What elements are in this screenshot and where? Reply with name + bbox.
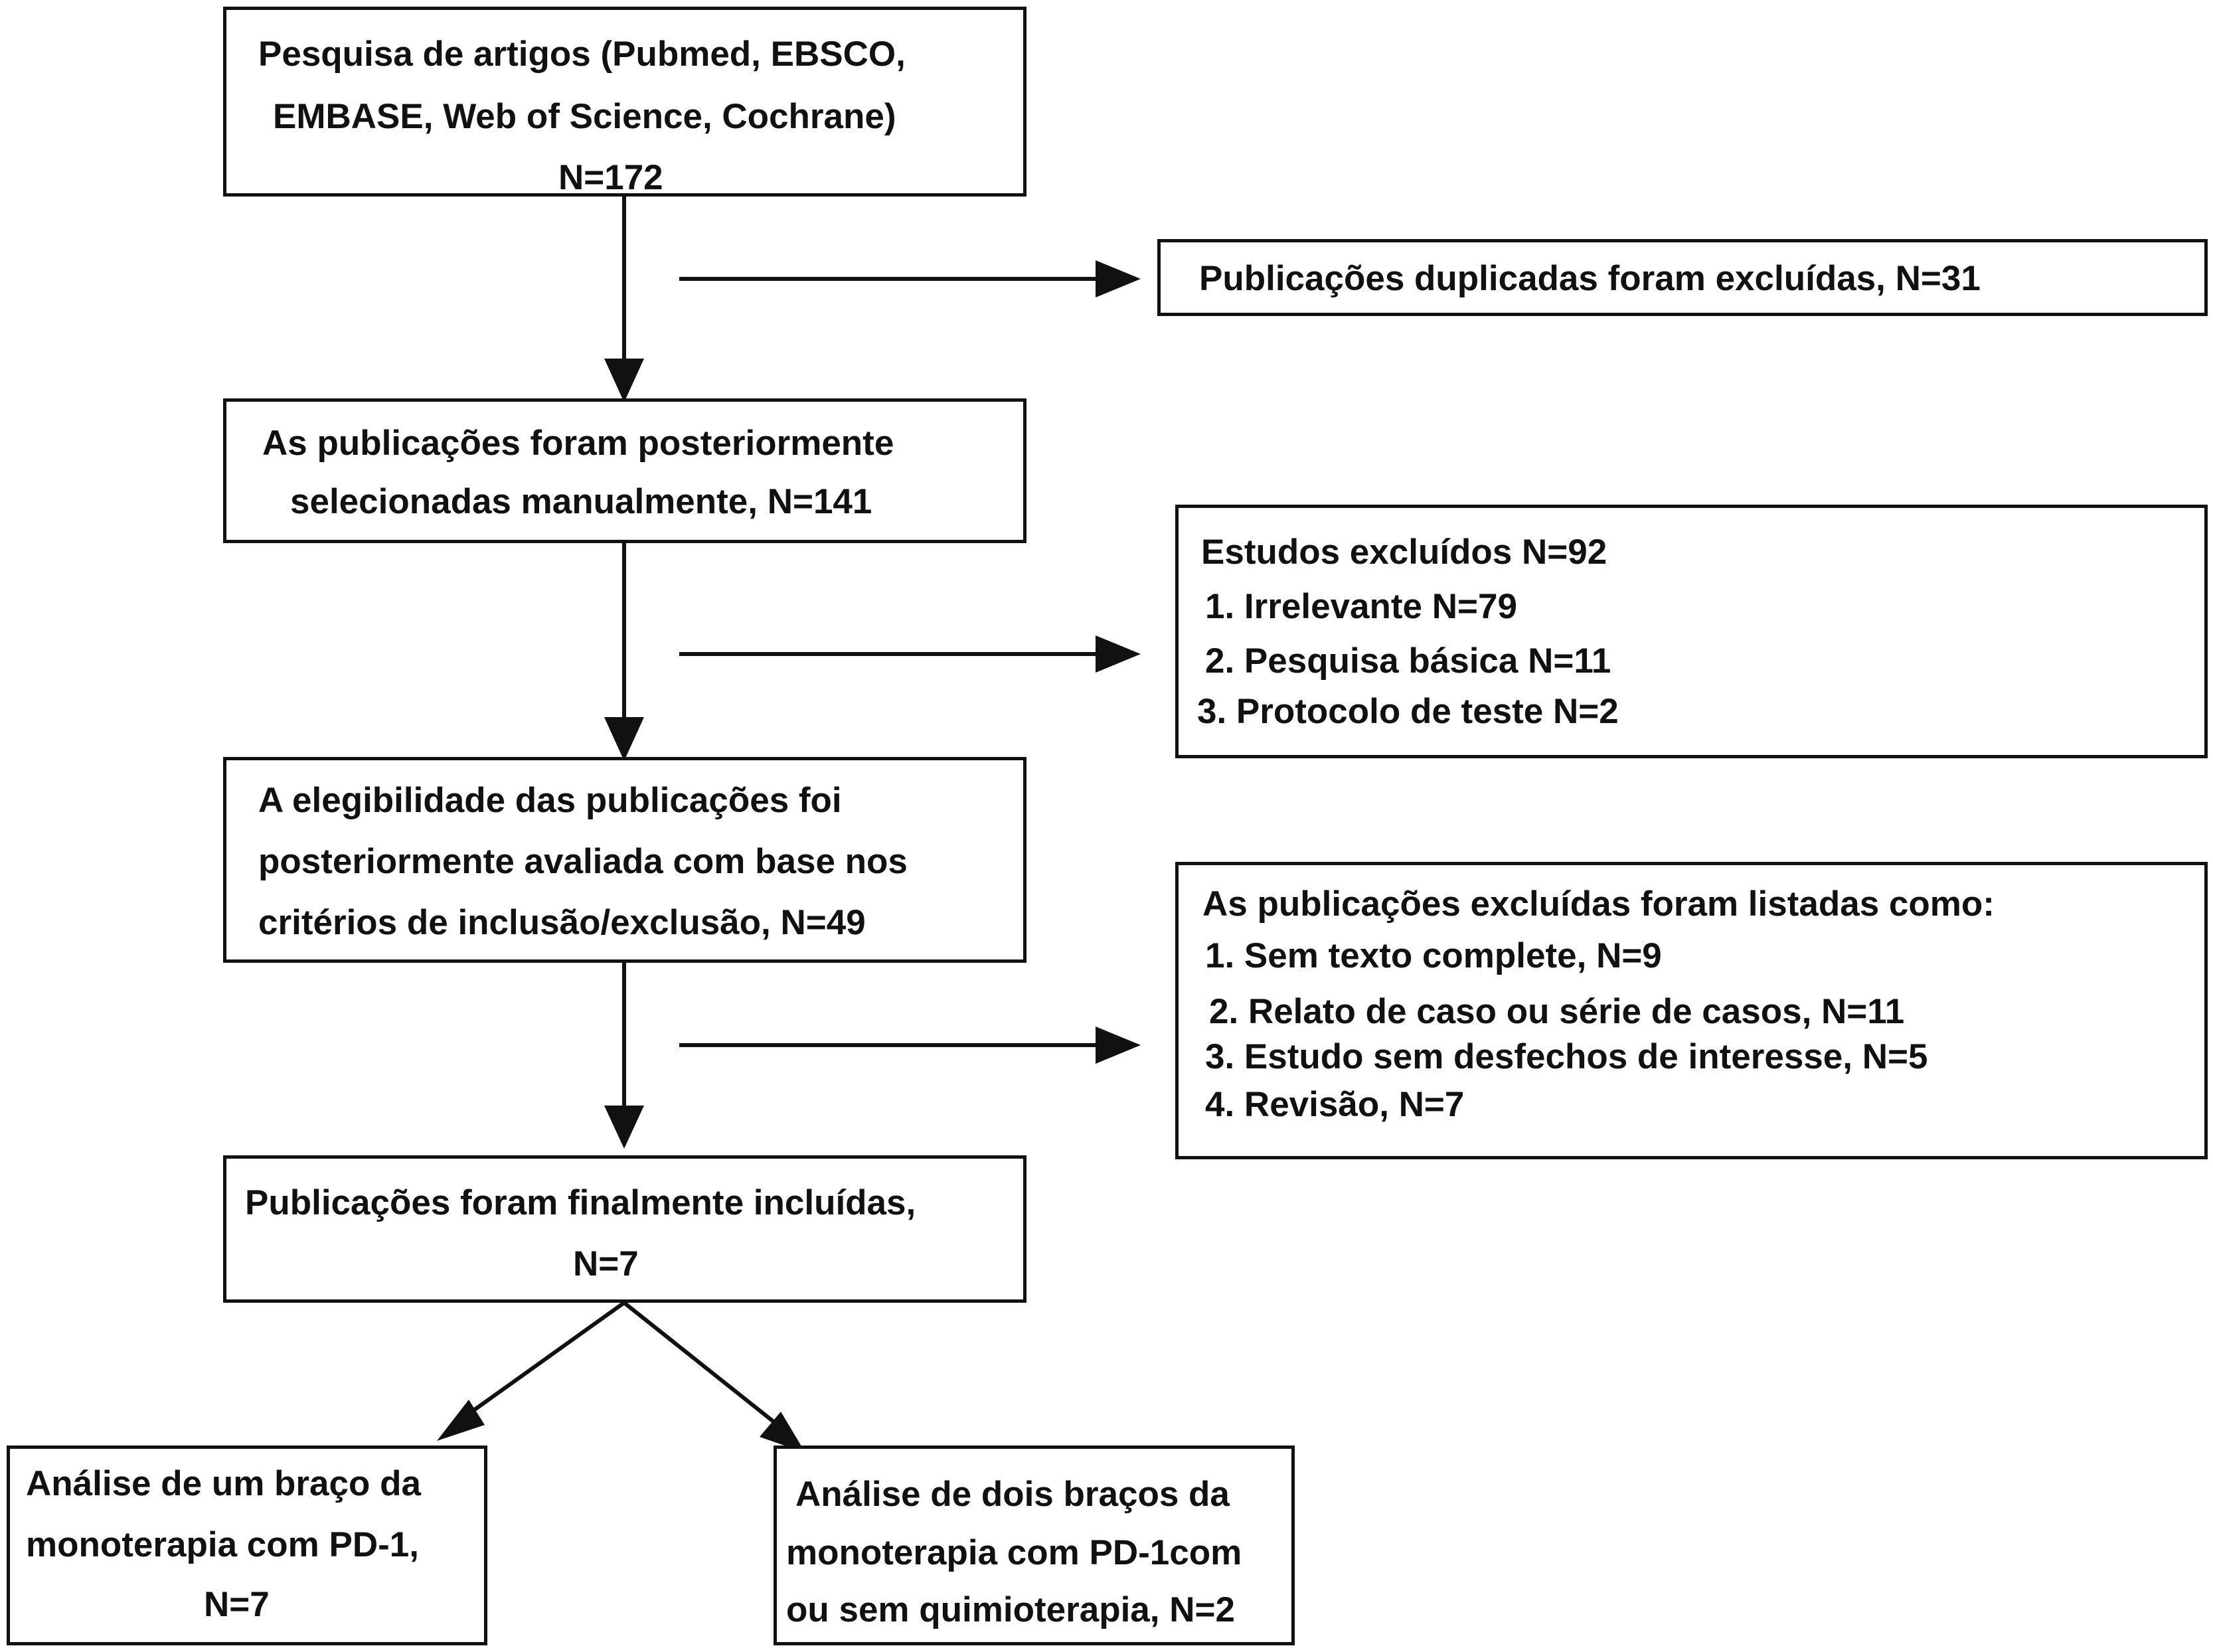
manual-line-1: As publicações foram posteriormente [262, 424, 894, 463]
eligibility-line-3: critérios de inclusão/exclusão, N=49 [258, 903, 866, 942]
excluded1-line-4: 3. Protocolo de teste N=2 [1197, 692, 1619, 731]
eligibility-line-1: A elegibilidade das publicações foi [258, 781, 842, 820]
one-arm-line-3: N=7 [204, 1585, 270, 1624]
manual-line-2: selecionadas manualmente, N=141 [290, 482, 872, 521]
arrowhead-down-3 [604, 1106, 644, 1149]
included-line-2: N=7 [573, 1244, 639, 1283]
one-arm-line-1: Análise de um braço da [26, 1464, 421, 1503]
arrowhead-right-2 [1096, 635, 1141, 673]
arrow-to-one-arm [467, 1301, 625, 1416]
excluded-studies-box: Estudos excluídos N=92 1. Irrelevante N=… [1175, 505, 2208, 758]
search-box: Pesquisa de artigos (Pubmed, EBSCO, EMBA… [223, 7, 1026, 197]
excluded1-line-3: 2. Pesquisa básica N=11 [1205, 641, 1611, 681]
search-line-2: EMBASE, Web of Science, Cochrane) [273, 97, 896, 136]
one-arm-line-2: monoterapia com PD-1, [26, 1525, 419, 1564]
two-arm-line-1: Análise de dois braços da [795, 1475, 1230, 1514]
arrowhead-right-3 [1096, 1027, 1141, 1064]
eligibility-line-2: posteriormente avaliada com base nos [258, 842, 908, 881]
eligibility-box: A elegibilidade das publicações foi post… [223, 757, 1026, 963]
excluded2-line-5: 4. Revisão, N=7 [1205, 1085, 1465, 1124]
arrowhead-diag-left [437, 1400, 485, 1441]
excluded1-line-2: 1. Irrelevante N=79 [1205, 587, 1517, 626]
excluded2-line-1: As publicações excluídas foram listadas … [1202, 884, 1995, 924]
search-line-1: Pesquisa de artigos (Pubmed, EBSCO, [258, 35, 906, 74]
excluded1-line-1: Estudos excluídos N=92 [1201, 533, 1607, 572]
duplicates-box: Publicações duplicadas foram excluídas, … [1157, 239, 2208, 316]
arrowhead-right-1 [1096, 260, 1141, 297]
one-arm-analysis-box: Análise de um braço da monoterapia com P… [7, 1446, 487, 1645]
excluded2-line-2: 1. Sem texto complete, N=9 [1205, 936, 1662, 975]
included-line-1: Publicações foram finalmente incluídas, [245, 1183, 916, 1222]
search-line-3: N=172 [558, 158, 663, 197]
two-arm-analysis-box: Análise de dois braços da monoterapia co… [774, 1446, 1295, 1645]
two-arm-line-2: monoterapia com PD-1com [786, 1533, 1242, 1572]
excluded2-line-4: 3. Estudo sem desfechos de interesse, N=… [1205, 1037, 1928, 1076]
two-arm-line-3: ou sem quimioterapia, N=2 [786, 1590, 1235, 1629]
arrowhead-diag-right [760, 1412, 805, 1453]
arrowhead-down-1 [604, 359, 644, 402]
excluded-publications-box: As publicações excluídas foram listadas … [1175, 862, 2208, 1159]
excluded2-line-3: 2. Relato de caso ou série de casos, N=1… [1209, 992, 1905, 1031]
arrowhead-down-2 [604, 717, 644, 761]
duplicates-line-1: Publicações duplicadas foram excluídas, … [1199, 259, 1981, 298]
arrow-to-two-arm [623, 1301, 778, 1426]
manual-selection-box: As publicações foram posteriormente sele… [223, 398, 1026, 543]
included-box: Publicações foram finalmente incluídas, … [223, 1155, 1026, 1303]
